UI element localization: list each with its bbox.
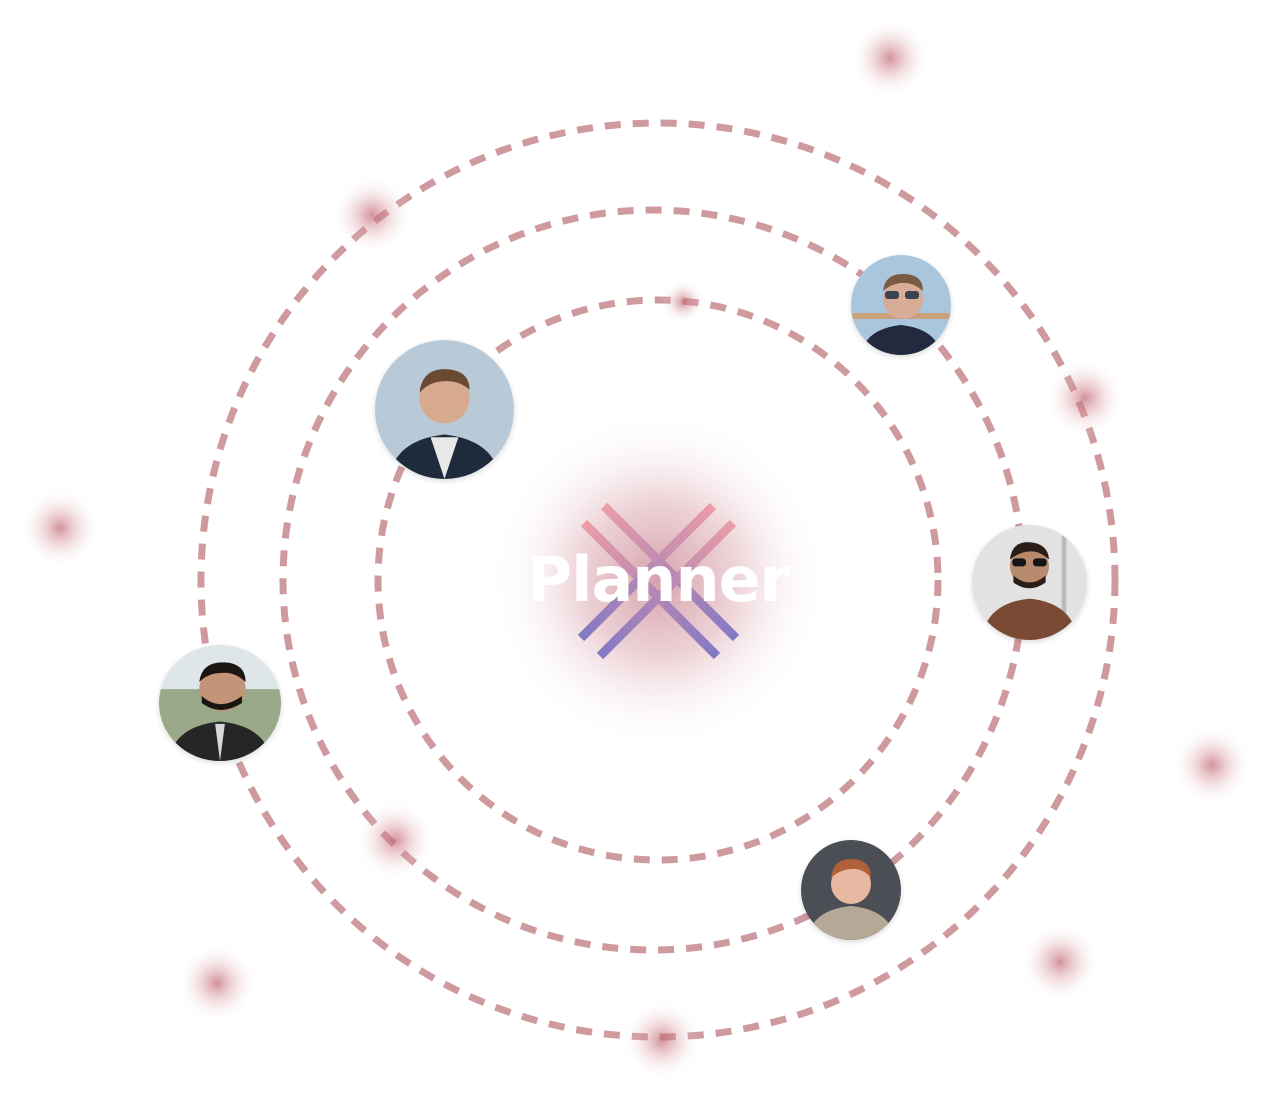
avatar-team-member-1[interactable] <box>375 340 514 479</box>
glow-dot <box>1045 358 1125 438</box>
glow-dot <box>332 175 412 255</box>
center-glow <box>488 410 828 750</box>
avatar-team-member-3[interactable] <box>972 525 1087 640</box>
glow-dot <box>177 943 257 1023</box>
avatar-team-member-4[interactable] <box>159 645 281 761</box>
avatar-team-member-2[interactable] <box>851 255 951 355</box>
person-avatar-icon <box>851 255 951 355</box>
glow-dot <box>622 1000 702 1080</box>
brand-wordmark: Planner <box>526 543 790 616</box>
inner-orbit <box>374 296 942 864</box>
glow-dot <box>1172 725 1252 805</box>
glow-dot <box>850 18 930 98</box>
outer-orbit <box>197 119 1119 1041</box>
person-avatar-icon <box>801 840 901 940</box>
avatar-team-member-5[interactable] <box>801 840 901 940</box>
person-avatar-icon <box>159 645 281 761</box>
person-avatar-icon <box>972 525 1087 640</box>
person-avatar-icon <box>375 340 514 479</box>
glow-dot <box>1020 922 1100 1002</box>
x-mark-icon <box>577 502 740 660</box>
glow-dot <box>661 280 705 324</box>
glow-dot <box>20 488 100 568</box>
glow-dots <box>20 18 1252 1080</box>
glow-dot <box>355 800 435 880</box>
